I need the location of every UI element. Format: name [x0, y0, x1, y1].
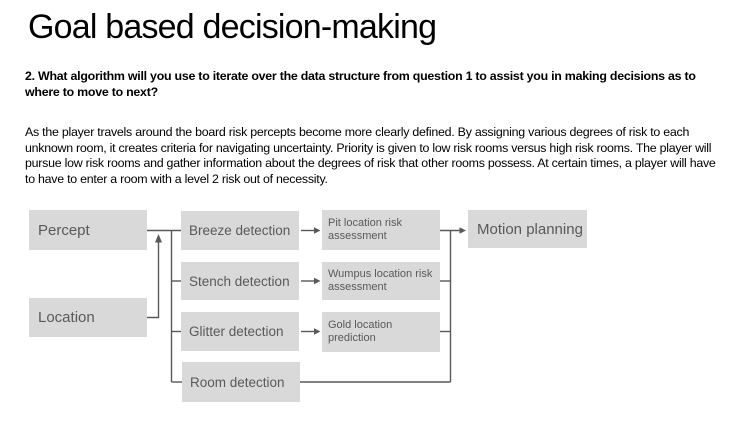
- node-stench-detection: Stench detection: [181, 262, 299, 300]
- slide-title: Goal based decision-making: [28, 8, 437, 46]
- node-breeze-detection: Breeze detection: [181, 211, 299, 250]
- node-wumpus-risk-assessment: Wumpus location risk assessment: [322, 262, 440, 300]
- body-paragraph: As the player travels around the board r…: [25, 125, 716, 187]
- node-pit-risk-assessment: Pit location risk assessment: [322, 210, 440, 250]
- node-motion-planning: Motion planning: [468, 210, 587, 248]
- question-text: 2. What algorithm will you use to iterat…: [25, 69, 696, 99]
- node-gold-prediction: Gold location prediction: [322, 312, 440, 352]
- node-percept: Percept: [29, 210, 147, 250]
- node-glitter-detection: Glitter detection: [181, 312, 299, 351]
- node-room-detection: Room detection: [182, 362, 300, 402]
- node-location: Location: [29, 298, 147, 337]
